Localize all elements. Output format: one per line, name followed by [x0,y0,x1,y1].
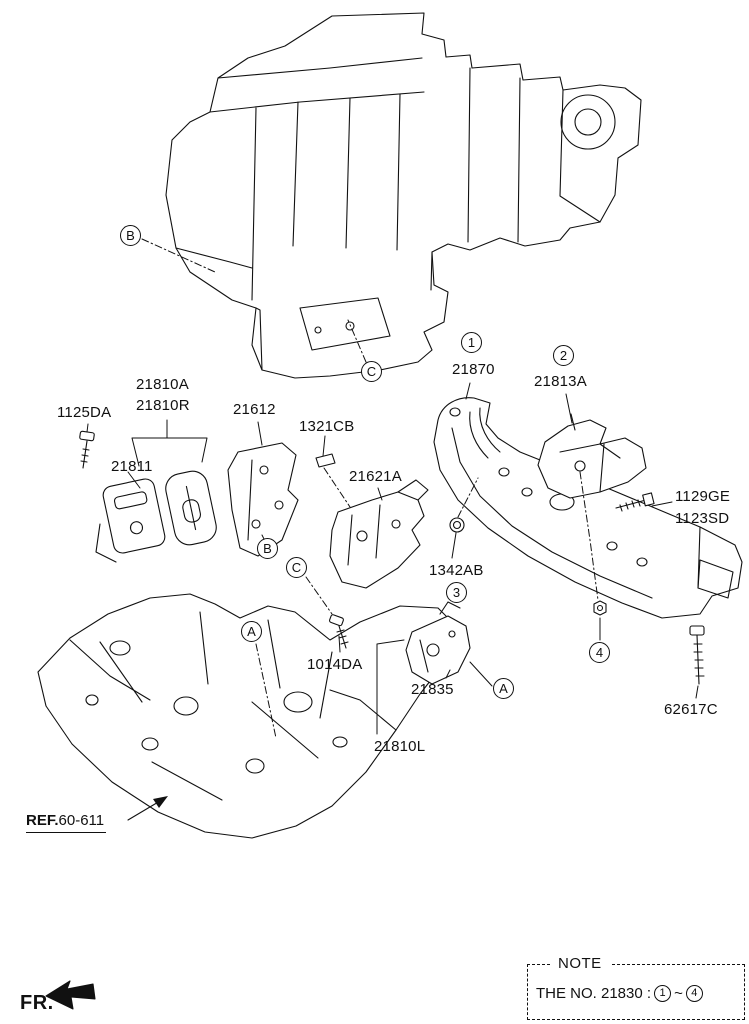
dashed-leaders [141,238,599,739]
bolt-1014DA [329,614,349,649]
part-label-1125DA[interactable]: 1125DA [57,404,112,421]
clip-1321CB [315,453,336,468]
mount-insulator-21811 [95,470,217,563]
note-callout-4-icon: 4 [685,985,703,1002]
ref-arrow [127,796,168,821]
callout-C-bracket: C [286,557,307,578]
nut-1342AB [449,517,465,533]
part-label-1342AB[interactable]: 1342AB [429,562,484,579]
part-label-21811[interactable]: 21811 [111,458,153,475]
front-marker-label: FR. [20,992,54,1014]
nut-crossmember [593,600,607,616]
part-label-1321CB[interactable]: 1321CB [299,418,355,435]
part-label-62617C[interactable]: 62617C [664,701,718,718]
note-tilde: ~ [674,985,683,1002]
part-label-21612[interactable]: 21612 [233,401,276,418]
callout-2: 2 [553,345,574,366]
note-text: THE NO. 21830 : 1 ~ 4 [536,985,703,1002]
bolt-1129GE [615,492,655,512]
part-label-21621A[interactable]: 21621A [349,468,402,485]
ref-number: 60-611 [58,812,105,829]
leader-lines [86,382,699,735]
bolt-1125DA [79,430,95,469]
bolt-62617C [689,625,705,685]
part-label-1123SD[interactable]: 1123SD [675,510,730,527]
callout-B-bracket: B [257,538,278,559]
bracket-21813A [537,413,647,499]
callout-4: 4 [589,642,610,663]
part-label-21810L[interactable]: 21810L [374,738,426,755]
note-title: NOTE [550,955,610,972]
ref-label: REF. [26,812,59,829]
callout-B-engine: B [120,225,141,246]
callout-3: 3 [446,582,467,603]
note-callout-1-icon: 1 [654,985,672,1002]
part-label-1014DA[interactable]: 1014DA [307,656,363,673]
bracket-21621A [329,479,429,589]
engine-outline [165,12,642,379]
part-label-21813A[interactable]: 21813A [534,373,587,390]
callout-C-engine: C [361,361,382,382]
fr-direction-arrow [45,980,96,1010]
part-label-21810R[interactable]: 21810R [136,397,190,414]
callout-1: 1 [461,332,482,353]
callout-A-subframe: A [241,621,262,642]
note-text-prefix: THE NO. 21830 : [536,985,652,1002]
ref-link[interactable]: REF.60-611 [26,812,107,833]
part-label-1129GE[interactable]: 1129GE [675,488,731,505]
callout-A-bracket: A [493,678,514,699]
part-label-21835[interactable]: 21835 [411,681,454,698]
note-box: NOTE THE NO. 21830 : 1 ~ 4 [527,955,745,1020]
subframe-outline [37,593,457,839]
part-label-21810A[interactable]: 21810A [136,376,189,393]
bracket-21835 [405,601,471,685]
bracket-21612 [227,442,299,557]
part-label-21870[interactable]: 21870 [452,361,495,378]
